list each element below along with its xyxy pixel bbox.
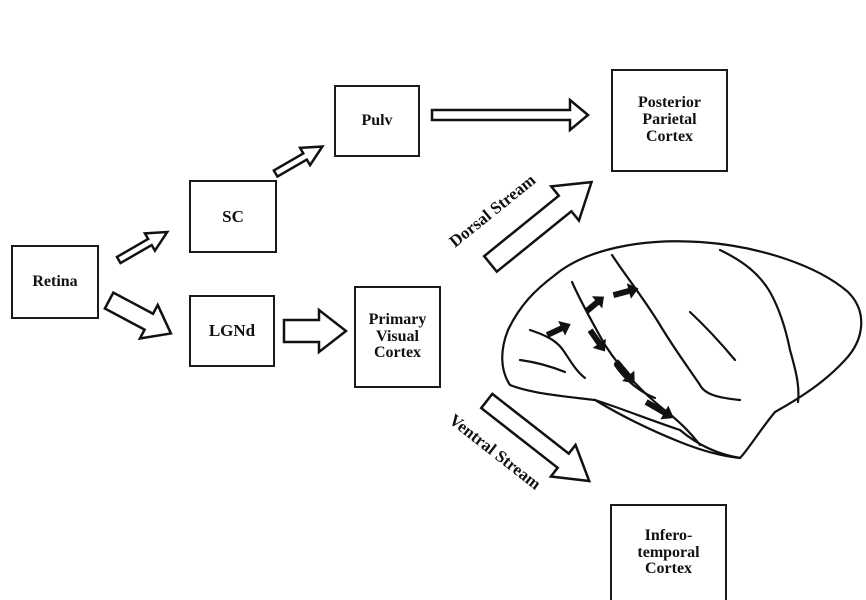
inferotemporal-cortex-box: Infero- temporal Cortex <box>610 504 727 600</box>
retina-label: Retina <box>32 272 78 290</box>
brain-temporal-sulcus <box>688 310 737 362</box>
ppc-label-line-1: Posterior <box>637 94 702 112</box>
v1-label-line-1: Primary <box>368 310 427 328</box>
pulv-label: Pulv <box>361 111 393 129</box>
brain-principal-sulcus <box>518 358 567 374</box>
arrow-retina-to-sc <box>115 230 170 265</box>
sc-box: SC <box>189 180 277 253</box>
brain-occipital-sulcus <box>788 348 800 404</box>
brain-illustration <box>501 240 863 460</box>
posterior-parietal-cortex-box: Posterior Parietal Cortex <box>611 69 728 172</box>
brain-posterior-sulcus <box>718 248 792 352</box>
brain-arrow-2 <box>584 296 604 314</box>
ppc-label-line-3: Cortex <box>645 127 694 145</box>
pulv-box: Pulv <box>334 85 420 157</box>
arrow-pulv-to-ppc <box>430 97 590 133</box>
brain-arrow-1 <box>545 321 571 338</box>
brain-arcuate-sulcus <box>528 328 587 380</box>
v1-label-line-3: Cortex <box>373 344 422 362</box>
arrow-ventral-stream <box>479 392 592 483</box>
brain-arrow-3 <box>612 283 639 299</box>
brain-arrow-4 <box>587 328 606 352</box>
brain-lunate-sulcus <box>610 253 742 402</box>
brain-temporal-lobe-edge <box>593 398 742 460</box>
arrow-retina-to-lgnd <box>103 290 173 341</box>
arrow-dorsal-stream <box>482 180 594 274</box>
lgnd-label: LGNd <box>208 321 256 341</box>
primary-visual-cortex-box: Primary Visual Cortex <box>354 286 441 388</box>
brain-arrow-5 <box>613 359 635 384</box>
it-label-line-2: temporal <box>637 543 700 561</box>
brain-sulcus-small <box>613 363 657 400</box>
lgnd-box: LGNd <box>189 295 275 367</box>
it-label-line-3: Cortex <box>644 560 693 578</box>
brain-arrow-6 <box>644 399 674 420</box>
arrow-sc-to-pulv <box>272 145 325 179</box>
arrow-lgnd-to-v1 <box>282 307 349 355</box>
v1-label-line-2: Visual <box>376 327 419 345</box>
retina-box: Retina <box>11 245 99 319</box>
it-label-line-1: Infero- <box>644 526 693 544</box>
sc-label: SC <box>222 206 244 226</box>
ppc-label-line-2: Parietal <box>642 111 697 129</box>
brain-outline <box>501 240 863 460</box>
